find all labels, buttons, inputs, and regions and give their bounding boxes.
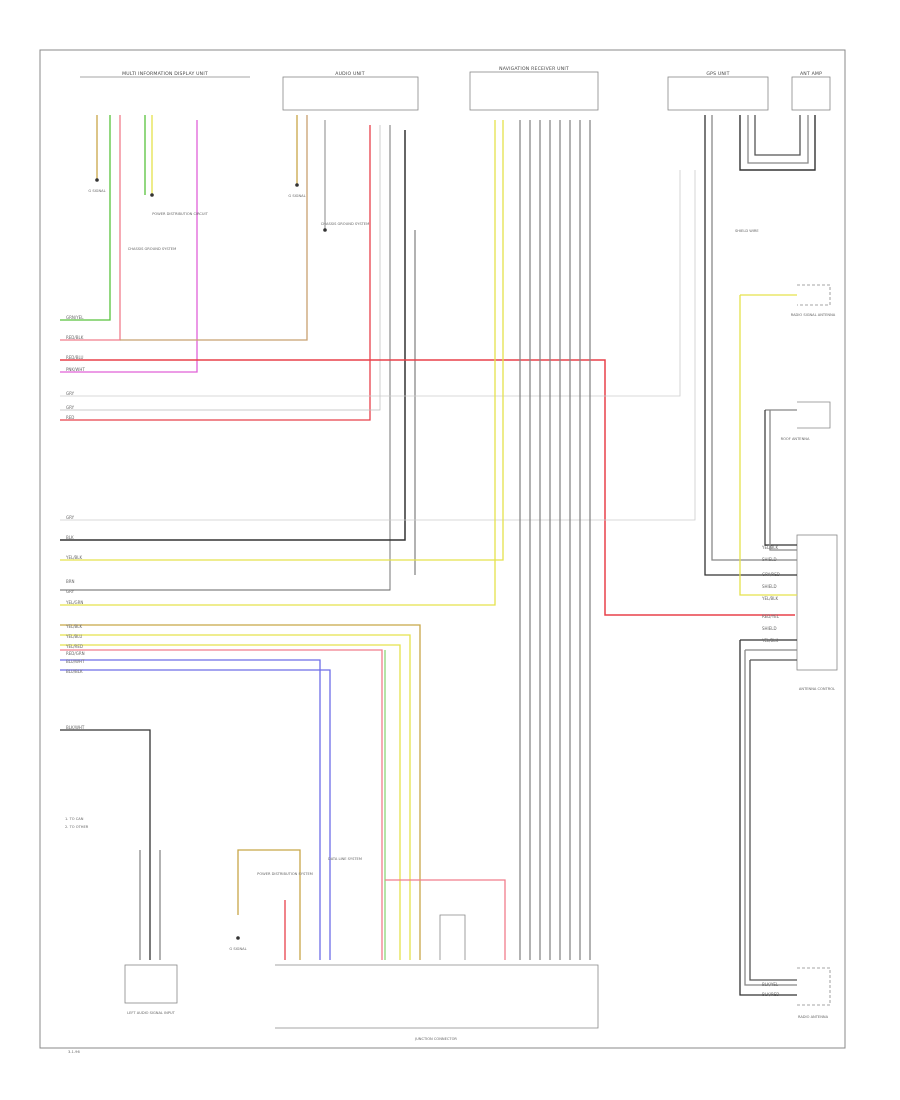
wire-label: YEL/BLU (65, 634, 82, 639)
wire-label: GRN/YEL (66, 315, 84, 320)
ground-note: G SIGNAL (88, 189, 105, 193)
system-note: DATA LINE SYSTEM (328, 857, 362, 861)
pin-label: BLK/RED (762, 992, 779, 997)
corner-label: 3-1-96 (68, 1050, 80, 1054)
diagram-frame (39, 49, 846, 1049)
wire-label: PNK/WHT (66, 367, 85, 372)
wire-label: RED (66, 415, 74, 420)
pin-label: SHIELD (762, 557, 777, 562)
module-title: ANTENNA CONTROL (799, 687, 835, 691)
ground-note: G SIGNAL (288, 194, 305, 198)
module-roof-antenna: ROOF ANTENNA (781, 401, 831, 441)
system-note: POWER DISTRIBUTION CIRCUIT (152, 212, 208, 216)
system-note: CHASSIS GROUND SYSTEM (321, 222, 369, 226)
junction-connector: JUNCTION CONNECTOR (275, 964, 599, 1041)
wire-label: BLK/WHT (66, 725, 85, 730)
shield-note: SHIELD WIRE (735, 229, 759, 233)
module-title: ANT AMP (800, 71, 822, 77)
right-pin-list: YEL/BLK SHIELD GRY/RED SHIELD YEL/BLK RE… (761, 545, 780, 997)
module-gps-unit: GPS UNIT (667, 71, 769, 111)
ground-note: G SIGNAL (229, 947, 246, 951)
wire-label: BLU/WHT (66, 659, 85, 664)
wire-label: YEL/BLK (65, 624, 83, 629)
module-title: RADIO SIGNAL ANTENNA (791, 313, 836, 317)
module-radio-signal-antenna: RADIO SIGNAL ANTENNA (791, 284, 836, 317)
wire-label: RED/BLU (66, 355, 84, 360)
legend-item: 2. TO OTHER (65, 825, 89, 829)
wire-label: BLU/BLK (66, 669, 83, 674)
wire-label: RED/BLK (66, 335, 84, 340)
module-multi-info-display: MULTI INFORMATION DISPLAY UNIT (80, 71, 250, 78)
module-ant-amp: ANT AMP (791, 71, 831, 111)
wire-bundle (60, 115, 816, 996)
pin-label: SHIELD (762, 626, 777, 631)
module-audio-unit: AUDIO UNIT (282, 71, 419, 111)
pin-label: RED/YEL (762, 614, 780, 619)
module-title: GPS UNIT (706, 71, 729, 77)
module-left-audio-input: LEFT AUDIO SIGNAL INPUT (124, 964, 178, 1015)
wire-label: YEL/GRN (65, 600, 83, 605)
module-title: JUNCTION CONNECTOR (414, 1037, 457, 1041)
module-antenna-control: ANTENNA CONTROL (796, 534, 838, 691)
wire-label: GRY (66, 391, 75, 396)
wire-label: GRY (66, 405, 75, 410)
module-title: AUDIO UNIT (335, 71, 364, 77)
module-title: LEFT AUDIO SIGNAL INPUT (127, 1011, 175, 1015)
legend-item: 1. TO CAN (65, 817, 84, 821)
ground-points (95, 178, 327, 940)
pin-label: YEL/BLK (761, 638, 779, 643)
module-title: RADIO ANTENNA (798, 1015, 829, 1019)
wire-label: RED/GRN (66, 651, 85, 656)
module-title: ROOF ANTENNA (781, 437, 810, 441)
module-title: MULTI INFORMATION DISPLAY UNIT (122, 71, 208, 77)
system-note: CHASSIS GROUND SYSTEM (128, 247, 176, 251)
pin-label: YEL/BLK (761, 596, 779, 601)
system-note: POWER DISTRIBUTION SYSTEM (257, 872, 313, 876)
wire-label: BRN (66, 579, 75, 584)
module-radio-antenna: RADIO ANTENNA (797, 967, 831, 1019)
pin-label: BLK/YEL (762, 982, 779, 987)
module-navigation-receiver: NAVIGATION RECEIVER UNIT (469, 66, 599, 111)
wire-label: GRY (66, 589, 75, 594)
pin-label: YEL/BLK (761, 545, 779, 550)
wire-label: BLK (66, 535, 74, 540)
wire-label-list: GRN/YEL RED/BLK RED/BLU PNK/WHT GRY GRY … (65, 315, 85, 730)
wire-label: YEL/BLK (65, 555, 83, 560)
pin-label: GRY/RED (762, 572, 780, 577)
wire-label: YEL/RED (65, 644, 83, 649)
module-title: NAVIGATION RECEIVER UNIT (499, 66, 569, 72)
wire-label: GRY (66, 515, 75, 520)
pin-label: SHIELD (762, 584, 777, 589)
